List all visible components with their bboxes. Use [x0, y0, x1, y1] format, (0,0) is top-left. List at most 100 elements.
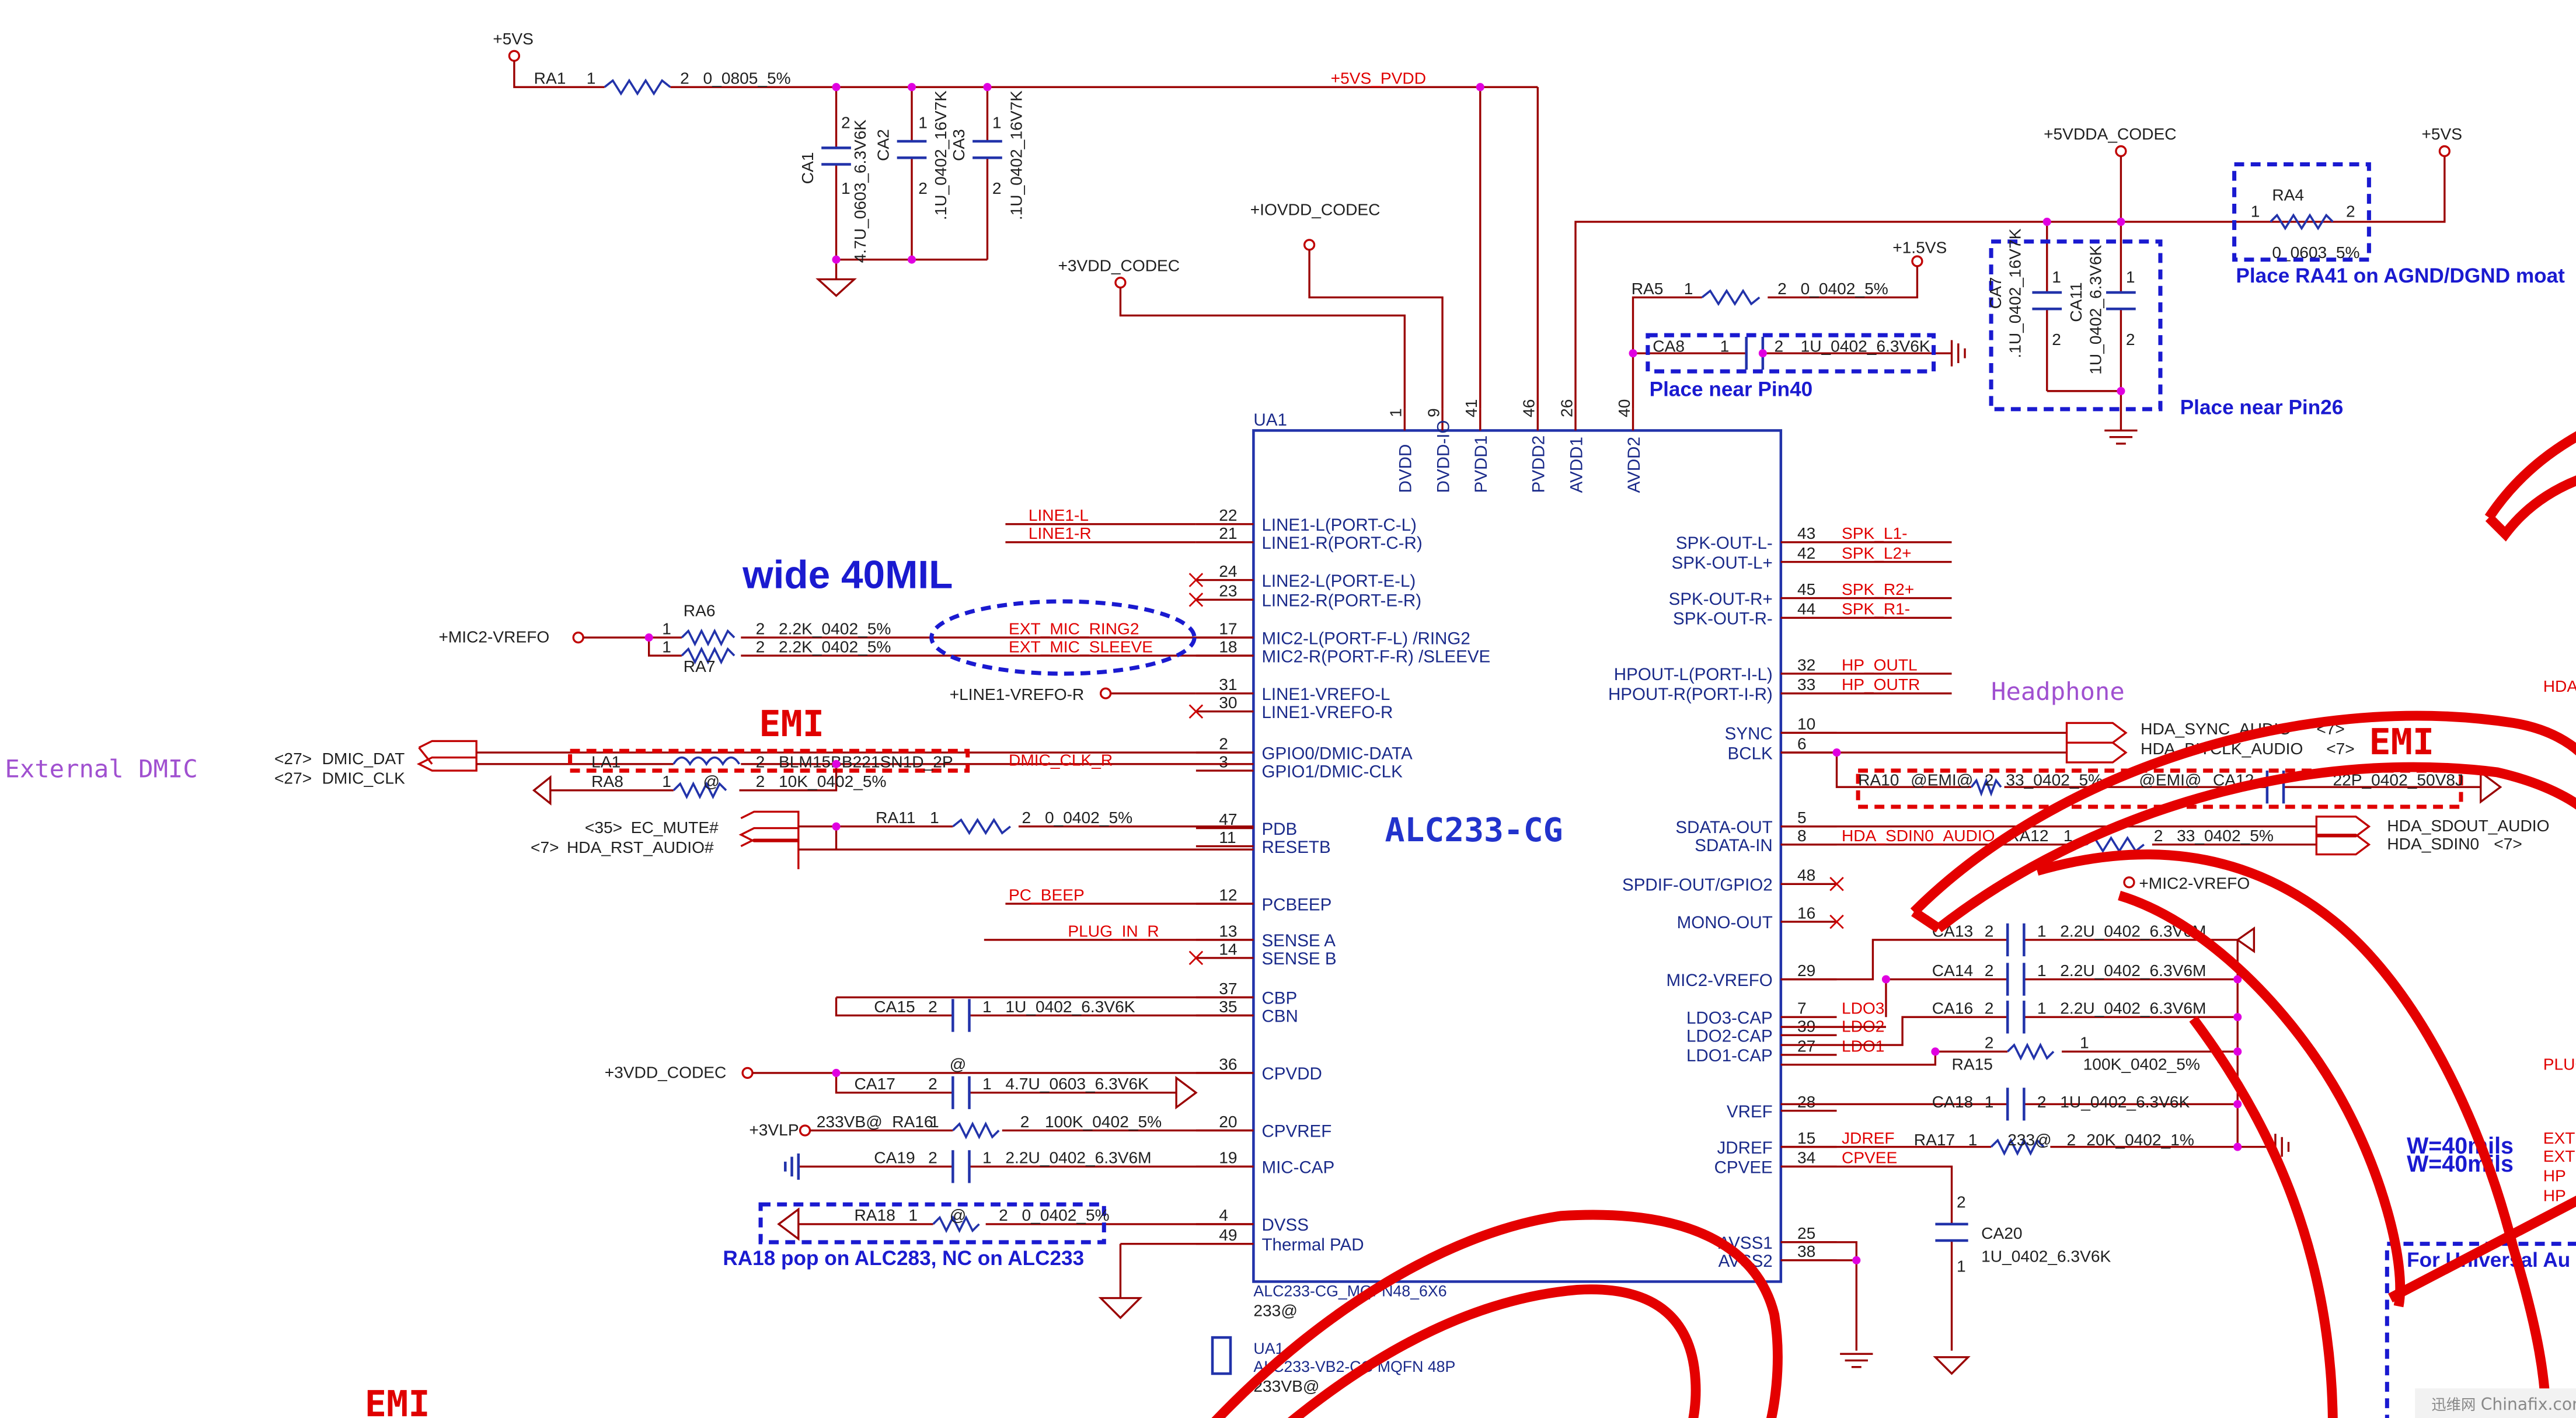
wire-iovdd [1308, 249, 1444, 409]
offsheet-hda-sdout-sdin [2315, 816, 2371, 856]
left-pin-24-name: LINE2-L(PORT-E-L) [1261, 572, 1416, 591]
wire-beep-sense [984, 903, 1254, 941]
left-pin-4-number: 4 [1219, 1206, 1228, 1224]
cap-ca15 [951, 999, 971, 1032]
resistor-ra5 [1701, 288, 1761, 306]
junctions [644, 83, 2242, 1264]
ra16-pin1: 1 [930, 1113, 939, 1131]
right-pin-10-number: 10 [1797, 715, 1815, 733]
right-pin-42-name: SPK-OUT-L+ [1672, 553, 1773, 573]
left-pin-3-name: GPIO1/DMIC-CLK [1261, 762, 1403, 781]
right-pin-7-name: LDO3-CAP [1686, 1008, 1773, 1027]
offsheet-hda-sdout: HDA_SDOUT_AUDIO [2387, 817, 2549, 835]
ca20-pin2: 2 [1957, 1193, 1966, 1211]
wire-cpvee [1780, 1165, 1953, 1351]
right-pin-34-name: CPVEE [1714, 1158, 1773, 1177]
ca1-value: 4.7U_0603_6.3V6K [851, 120, 869, 263]
right-pin-29-number: 29 [1797, 961, 1815, 980]
right-pin-32-name: HPOUT-L(PORT-I-L) [1614, 665, 1773, 684]
nc-mark-right [1829, 877, 1844, 891]
ra6-pin1: 1 [662, 619, 671, 637]
power-mic2-vrefo-label: +MIC2-VREFO [438, 628, 549, 646]
ground-ca8 [1950, 340, 1966, 367]
ca14-pin2: 2 [1985, 961, 1994, 980]
ground-avss [1840, 1353, 1873, 1368]
ra10-pin2: 2 [1985, 771, 1994, 789]
offsheet-dmic-clk-ref: <27> [274, 769, 312, 788]
ra8-value: 10K_0402_5% [779, 772, 887, 790]
ground-ca7 [2104, 429, 2138, 445]
ra16-value: 100K_0402_5% [1045, 1113, 1162, 1131]
ra10-opt: @EMI@ [1911, 771, 1973, 789]
ca1-ref: CA1 [799, 152, 817, 184]
power-port-iovdd [1303, 239, 1316, 251]
cap-ca17 [951, 1076, 971, 1109]
left-pin-21-name: LINE1-R(PORT-C-R) [1261, 534, 1422, 553]
right-pin-43-name: SPK-OUT-L- [1676, 534, 1773, 553]
la1-pin2: 2 [756, 752, 765, 771]
ca8-pin2: 2 [1775, 337, 1784, 355]
note-wide-40mil: wide 40MIL [742, 553, 953, 597]
note-place-pin26: Place near Pin26 [2180, 396, 2344, 419]
ra1-value: 0_0805_5% [703, 69, 791, 88]
ca7-pin2: 2 [2052, 330, 2061, 349]
note-universal-audio: For Universal Au [2407, 1249, 2570, 1271]
ca12-opt: @EMI@ [2139, 771, 2201, 789]
nc-mark-left [1188, 950, 1204, 966]
ca16-value: 2.2U_0402_6.3V6M [2060, 999, 2206, 1018]
ic-variant: 233@ [1253, 1301, 1297, 1319]
ra5-pin1: 1 [1684, 280, 1693, 298]
net-left-22: LINE1-L [1029, 506, 1089, 524]
ra18-value: 0_0402_5% [1022, 1206, 1110, 1224]
left-pin-13-name: SENSE A [1261, 931, 1336, 950]
ca14-pin1: 1 [2037, 961, 2047, 980]
net-plug-in-r: PLUG_IN_R [1068, 922, 1159, 940]
right-pin-8-number: 8 [1797, 827, 1807, 845]
wire-5vdda [1574, 156, 2446, 409]
left-pin-35-name: CBN [1261, 1007, 1298, 1026]
ra7-value: 2.2K_0402_5% [779, 637, 891, 656]
left-pins: 22LINE1-L(PORT-C-L)LINE1-L21LINE1-R(PORT… [1005, 506, 1490, 1255]
net-ext-2: EXT [2543, 1147, 2575, 1165]
right-pin-33-number: 33 [1797, 675, 1815, 694]
right-pin-43-number: 43 [1797, 524, 1815, 542]
net-hp-1: HP [2543, 1167, 2566, 1185]
red-markup-overlay [1211, 431, 2576, 1418]
top-pin-9-number: 9 [1424, 408, 1442, 417]
dashbox-place40 [1646, 333, 1936, 374]
right-pin-10-name: SYNC [1725, 724, 1773, 744]
net-hda-sdin0-audio: HDA_SDIN0_AUDIO [1842, 827, 1995, 845]
top-pin-41-name: PVDD1 [1472, 435, 1491, 493]
note-emi-2: EMI [2369, 721, 2434, 763]
ra17-opt: 233@ [2007, 1131, 2051, 1149]
wire-spk-hp [1836, 541, 1952, 695]
la1-value: BLM15BB221SN1D_2P [779, 752, 953, 771]
power-mic2-vrefo-right-label: +MIC2-VREFO [2139, 875, 2250, 893]
power-5vs-right-label: +5VS [2421, 125, 2462, 143]
net-right-15: JDREF [1842, 1129, 1895, 1147]
wire-cpvdd [752, 1072, 1254, 1094]
right-pin-15-name: JDREF [1717, 1138, 1773, 1158]
ic-footprint: ALC233-CG_MQFN48_6X6 [1253, 1283, 1446, 1300]
ca8-pin1: 1 [1720, 337, 1730, 355]
wire-avss [1780, 1241, 1857, 1351]
ra15-pin1: 1 [2080, 1034, 2089, 1052]
offsheet-ec-mute-ref: <35> [585, 818, 622, 837]
resistors-ra6-ra7 [681, 628, 735, 665]
ra11-value: 0_0402_5% [1045, 809, 1132, 827]
ra15-pin2: 2 [1985, 1034, 1994, 1052]
net-left-18: EXT_MIC_SLEEVE [1009, 637, 1153, 656]
caps-ca13-ca16 [2006, 923, 2026, 1034]
ca17-opt: @ [950, 1055, 967, 1073]
nc-mark-right [1829, 914, 1844, 929]
ca11-ref: CA11 [2067, 282, 2085, 322]
net-right-44: SPK_R1- [1842, 600, 1910, 618]
offsheet-hda-sdin0-ref: <7> [2494, 835, 2522, 853]
resistor-ra15 [2006, 1042, 2055, 1061]
ca7-ref: CA7 [1986, 277, 2005, 309]
net-right-33: HP_OUTR [1842, 675, 1920, 694]
net-hp-2: HP [2543, 1186, 2566, 1204]
top-pin-40-name: AVDD2 [1625, 437, 1644, 493]
note-emi-1: EMI [759, 703, 824, 745]
ca16-pin2: 2 [1985, 999, 1994, 1018]
